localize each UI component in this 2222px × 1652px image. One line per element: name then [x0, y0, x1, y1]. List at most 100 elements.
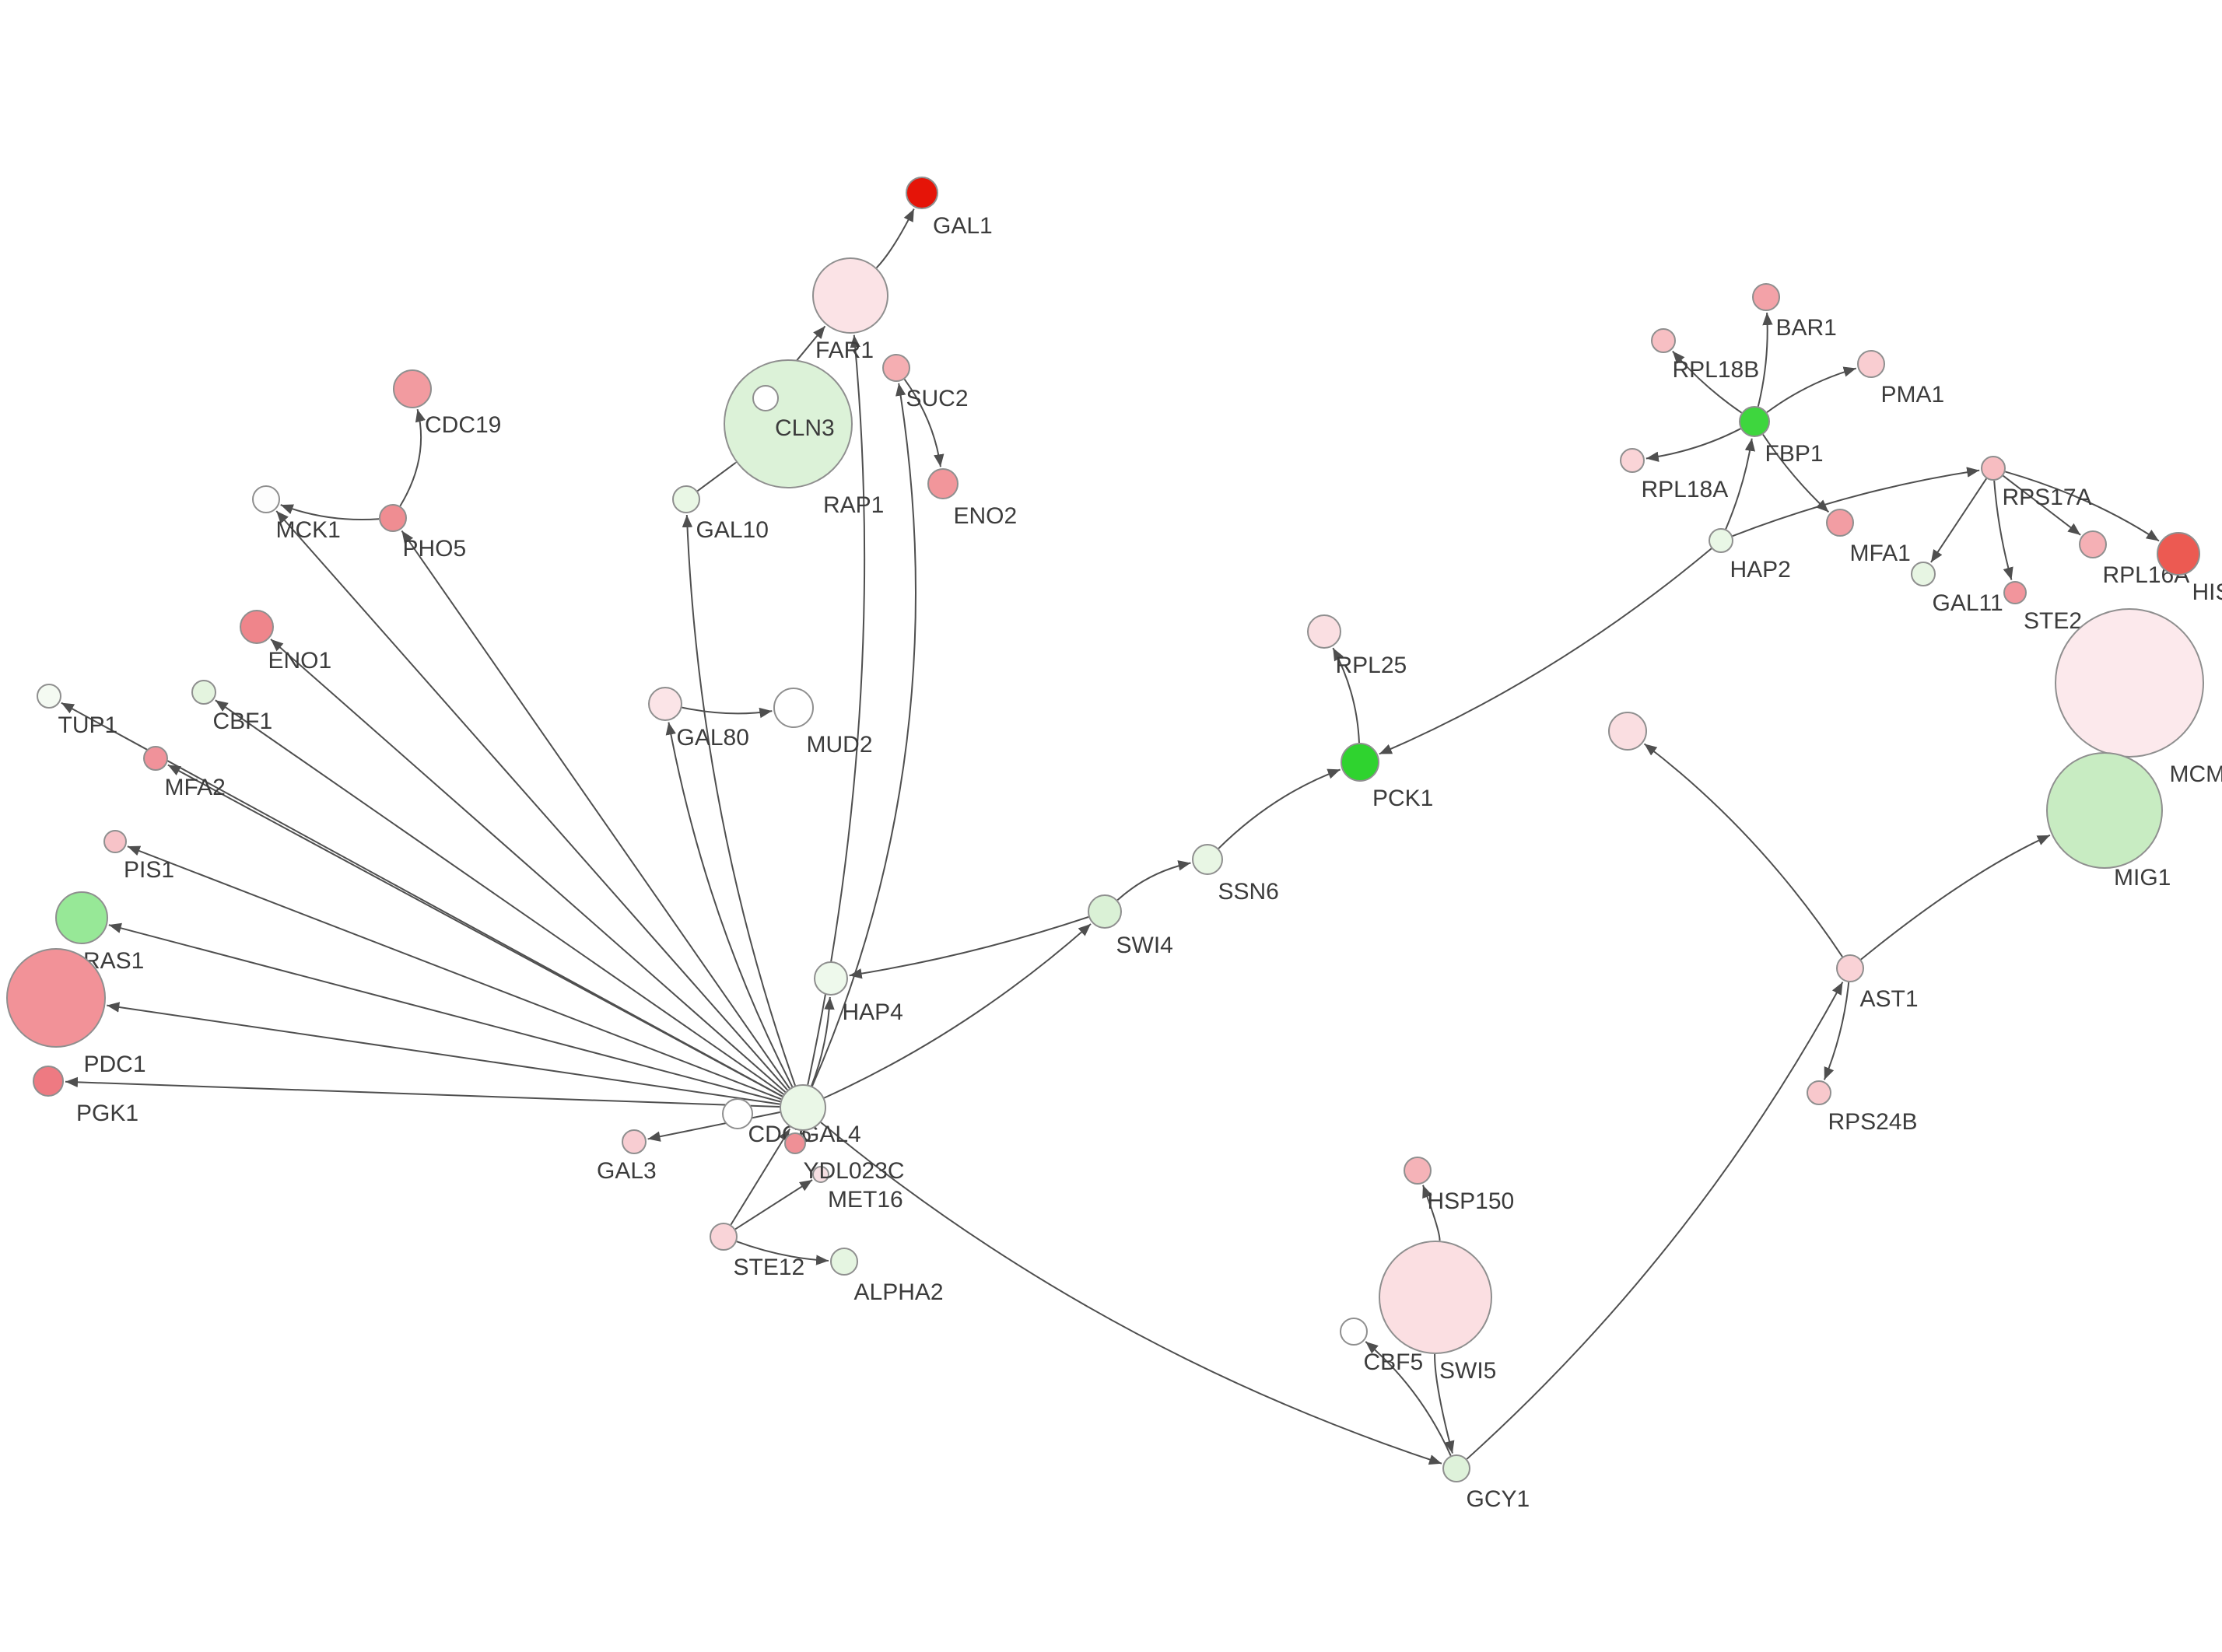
edge-FBP1-PMA1[interactable]	[1766, 366, 1857, 413]
edge-GAL4-GAL3[interactable]	[647, 1111, 780, 1142]
node-BAR1[interactable]	[1752, 283, 1780, 311]
node-TUP1[interactable]	[37, 684, 61, 709]
node-SWI4[interactable]	[1088, 894, 1122, 929]
node-HAP4[interactable]	[814, 961, 848, 996]
edge-SWI4-HAP4[interactable]	[849, 916, 1089, 979]
edge-STE12-ALPHA2[interactable]	[736, 1241, 829, 1265]
node-HAP2[interactable]	[1709, 528, 1733, 553]
node-MFA2[interactable]	[143, 746, 168, 771]
edge-GAL4-CBF1[interactable]	[215, 699, 784, 1095]
node-FBP1[interactable]	[1739, 406, 1770, 437]
node-MUD2[interactable]	[773, 688, 814, 728]
edge-PHO5-CDC19[interactable]	[399, 408, 426, 507]
edge-GCY1-CBF5[interactable]	[1365, 1341, 1452, 1456]
node-GAL80[interactable]	[648, 687, 682, 721]
node-PIS1[interactable]	[103, 830, 127, 853]
node-RPS17A[interactable]	[1981, 456, 2006, 481]
edge-GAL4-SWI4[interactable]	[823, 923, 1092, 1099]
edge-GAL4-MCK1[interactable]	[275, 510, 788, 1091]
edge-SWI4-SSN6[interactable]	[1116, 860, 1191, 901]
edge-RPS17A-HIS4[interactable]	[2005, 471, 2160, 542]
node-STE2[interactable]	[2003, 581, 2027, 604]
edge-AST1-RPS24B[interactable]	[1823, 982, 1850, 1080]
node-PHO5[interactable]	[379, 504, 407, 532]
node-FAR1[interactable]	[812, 257, 888, 334]
node-GCY1[interactable]	[1442, 1454, 1470, 1482]
edge-STE12-GAL4[interactable]	[730, 1128, 791, 1226]
edge-RPS17A-GAL11[interactable]	[1930, 478, 1988, 563]
node-PCK1[interactable]	[1341, 743, 1379, 782]
edge-PCK1-RPL25[interactable]	[1332, 647, 1360, 744]
node-PDC1[interactable]	[6, 948, 106, 1048]
node-RPL25[interactable]	[1307, 614, 1341, 649]
node-SUC2[interactable]	[882, 354, 910, 382]
node-HIS4[interactable]	[2157, 532, 2200, 576]
edge-HAP2-PCK1[interactable]	[1379, 548, 1712, 755]
edge-GAL4-PDC1[interactable]	[107, 1002, 780, 1105]
node-CDC19[interactable]	[393, 369, 432, 408]
edge-HAP2-FBP1[interactable]	[1725, 438, 1756, 530]
node-RAS1[interactable]	[55, 891, 108, 944]
edge-GAL4-PHO5[interactable]	[401, 530, 790, 1089]
node-GAL1[interactable]	[906, 177, 938, 209]
edge-GAL4-GAL80[interactable]	[665, 722, 794, 1087]
edge-GAL4-PIS1[interactable]	[127, 845, 782, 1101]
node-HSP150[interactable]	[1404, 1157, 1432, 1185]
node-RPL18A[interactable]	[1620, 448, 1645, 473]
edge-GAL4-HAP4[interactable]	[811, 996, 835, 1087]
edge-GAL10-RAP1[interactable]	[696, 451, 748, 492]
node-GAL10[interactable]	[672, 485, 700, 513]
edge-HAP2-RPS17A[interactable]	[1732, 467, 1980, 537]
node-CBF5[interactable]	[1340, 1318, 1368, 1346]
edge-GAL4-GAL10[interactable]	[682, 514, 796, 1087]
node-PMA1[interactable]	[1857, 350, 1885, 378]
edge-AST1-N1[interactable]	[1643, 743, 1843, 957]
node-ALPHA2[interactable]	[830, 1248, 858, 1276]
edge-FBP1-MFA1[interactable]	[1762, 434, 1830, 513]
edge-SWI5-GCY1[interactable]	[1434, 1353, 1455, 1454]
edge-GAL4-MFA2[interactable]	[167, 764, 783, 1097]
node-MIG1[interactable]	[2046, 752, 2163, 869]
node-GAL4[interactable]	[780, 1084, 826, 1131]
edge-FBP1-BAR1[interactable]	[1757, 312, 1773, 407]
node-RPS24B[interactable]	[1807, 1080, 1831, 1105]
edge-RPS17A-RPL16A[interactable]	[2003, 474, 2081, 536]
node-SWI5[interactable]	[1379, 1241, 1492, 1354]
edge-GAL4-PGK1[interactable]	[65, 1076, 780, 1108]
node-MCK1[interactable]	[252, 485, 280, 513]
edge-FBP1-RPL18B[interactable]	[1672, 350, 1743, 414]
edge-GAL4-RAS1[interactable]	[108, 922, 781, 1103]
node-CLN3[interactable]	[752, 385, 779, 411]
edge-STE12-MET16[interactable]	[734, 1179, 813, 1230]
node-CBF1[interactable]	[191, 680, 216, 705]
node-STE12[interactable]	[710, 1223, 738, 1251]
edge-GAL4-SUC2[interactable]	[811, 383, 916, 1087]
edge-GAL4-ENO1[interactable]	[270, 639, 787, 1093]
node-PGK1[interactable]	[33, 1066, 64, 1097]
node-ENO2[interactable]	[927, 468, 959, 499]
node-GAL3[interactable]	[622, 1129, 647, 1154]
node-CDC6[interactable]	[722, 1098, 753, 1129]
node-MET16[interactable]	[812, 1166, 829, 1183]
edge-AST1-MIG1[interactable]	[1860, 834, 2051, 961]
edge-SWI5-HSP150[interactable]	[1422, 1185, 1441, 1241]
edge-SSN6-PCK1[interactable]	[1218, 768, 1341, 849]
node-N1[interactable]	[1608, 712, 1647, 751]
node-MCM1[interactable]	[2055, 608, 2204, 758]
edge-GAL4-GCY1[interactable]	[820, 1122, 1442, 1465]
node-GAL11[interactable]	[1911, 562, 1936, 586]
node-RPL16A[interactable]	[2079, 530, 2107, 558]
edge-PHO5-MCK1[interactable]	[280, 504, 380, 521]
node-ENO1[interactable]	[240, 610, 274, 644]
node-AST1[interactable]	[1836, 954, 1864, 982]
edge-GCY1-AST1[interactable]	[1466, 982, 1844, 1460]
node-MFA1[interactable]	[1826, 509, 1854, 537]
edge-SUC2-ENO2[interactable]	[903, 378, 945, 467]
edge-FBP1-RPL18A[interactable]	[1645, 428, 1741, 462]
node-SSN6[interactable]	[1192, 844, 1223, 875]
node-YDL023C[interactable]	[784, 1132, 806, 1154]
edge-GAL80-MUD2[interactable]	[682, 706, 773, 719]
edge-FAR1-GAL1[interactable]	[875, 208, 915, 269]
node-RPL18B[interactable]	[1651, 328, 1676, 353]
